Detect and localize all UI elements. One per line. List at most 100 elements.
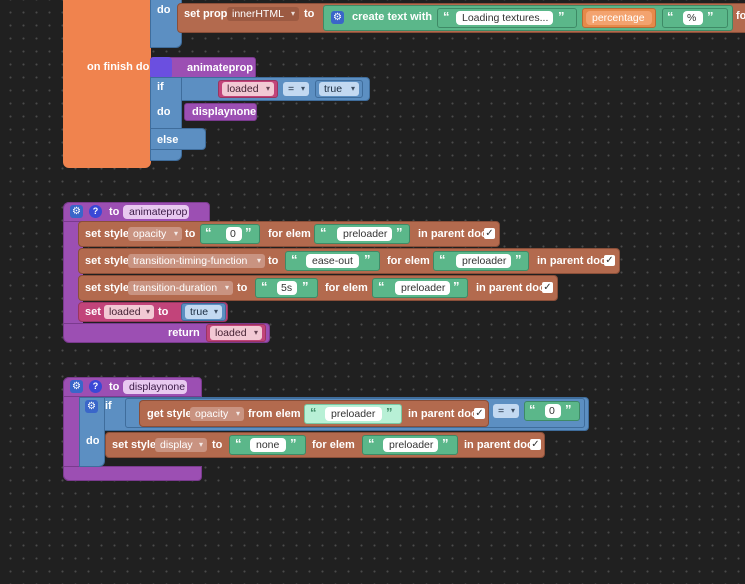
close-quote-icon: ”: [565, 402, 572, 417]
to-label: to: [237, 282, 248, 294]
help-icon[interactable]: ?: [89, 205, 102, 218]
to-label: to: [304, 8, 315, 20]
for-elem-label: for elem: [268, 228, 311, 240]
in-parent-doc-label: in parent doc: [418, 228, 488, 240]
loaded-var-dropdown[interactable]: loaded: [222, 82, 274, 96]
if-label: if: [157, 81, 164, 93]
do-label: do: [157, 4, 171, 16]
open-quote-icon: “: [667, 9, 674, 24]
open-quote-icon: “: [205, 225, 212, 240]
else-label: else: [157, 134, 179, 146]
true-value-dropdown[interactable]: true: [319, 82, 359, 96]
function-name-field[interactable]: animateprop: [123, 205, 189, 219]
help-icon[interactable]: ?: [89, 380, 102, 393]
value-text-field[interactable]: none: [250, 438, 286, 452]
close-quote-icon: ”: [290, 436, 297, 451]
set-style-label: set style: [85, 228, 130, 240]
open-quote-icon: “: [529, 402, 536, 417]
in-parent-doc-checkbox[interactable]: ✓: [484, 228, 495, 239]
get-prop-dropdown[interactable]: opacity: [190, 407, 244, 421]
displaynone-call-label: displaynone: [192, 106, 257, 118]
do-label: do: [86, 435, 100, 447]
style-prop-dropdown[interactable]: opacity: [128, 227, 182, 241]
open-quote-icon: “: [443, 9, 450, 24]
for-label-cut: fo: [736, 10, 745, 22]
create-text-label: create text with: [352, 11, 433, 23]
loading-text-field[interactable]: Loading textures...: [456, 11, 553, 25]
function-to-label: to: [109, 381, 120, 393]
close-quote-icon: ”: [442, 436, 449, 451]
value-text-field[interactable]: ease-out: [306, 254, 359, 268]
elem-text-field[interactable]: preloader: [456, 254, 511, 268]
elem-text-field[interactable]: preloader: [325, 407, 382, 421]
style-prop-dropdown[interactable]: transition-timing-function: [128, 254, 265, 268]
open-quote-icon: “: [378, 279, 385, 294]
else-arm[interactable]: [150, 128, 206, 150]
to-label: to: [212, 439, 223, 451]
return-var-dropdown[interactable]: loaded: [210, 326, 262, 340]
gear-icon[interactable]: ⚙: [331, 11, 344, 24]
function-to-label: to: [109, 206, 120, 218]
open-quote-icon: “: [320, 225, 327, 240]
open-quote-icon: “: [291, 252, 298, 267]
in-parent-doc-checkbox[interactable]: ✓: [604, 255, 615, 266]
prop-dropdown[interactable]: innerHTML: [227, 7, 299, 21]
elem-text-field[interactable]: preloader: [383, 438, 438, 452]
return-label: return: [168, 327, 200, 339]
to-label: to: [268, 255, 279, 267]
for-elem-label: for elem: [312, 439, 355, 451]
equals-op-dropdown[interactable]: =: [283, 82, 309, 96]
function-displaynone-footer[interactable]: [63, 466, 202, 481]
on-finish-label: on finish do: [87, 61, 150, 73]
close-quote-icon: ”: [302, 279, 309, 294]
style-prop-dropdown[interactable]: transition-duration: [128, 281, 233, 295]
cmp-text-field[interactable]: 0: [545, 404, 561, 418]
style-prop-dropdown[interactable]: display: [155, 438, 207, 452]
equals-op-dropdown[interactable]: =: [493, 404, 519, 418]
close-quote-icon: ”: [386, 405, 393, 420]
set-prop-label: set prop: [184, 8, 228, 20]
percent-text-field[interactable]: %: [683, 11, 703, 25]
get-style-label: get style: [147, 408, 192, 420]
for-elem-label: for elem: [387, 255, 430, 267]
value-text-field[interactable]: 5s: [277, 281, 297, 295]
puzzle-notch-icon: [150, 57, 172, 79]
true-value-dropdown[interactable]: true: [185, 305, 222, 319]
for-elem-label: for elem: [325, 282, 368, 294]
in-parent-doc-label: in parent doc: [408, 408, 478, 420]
in-parent-doc-checkbox[interactable]: ✓: [474, 408, 485, 419]
in-parent-doc-checkbox[interactable]: ✓: [542, 282, 553, 293]
elem-text-field[interactable]: preloader: [337, 227, 392, 241]
gear-icon[interactable]: ⚙: [70, 205, 83, 218]
close-quote-icon: ”: [453, 279, 460, 294]
close-quote-icon: ”: [245, 225, 252, 240]
open-quote-icon: “: [235, 436, 242, 451]
set-style-label: set style: [112, 439, 157, 451]
animateprop-call-label: animateprop: [187, 62, 254, 74]
open-quote-icon: “: [261, 279, 268, 294]
close-quote-icon: ”: [707, 9, 714, 24]
close-quote-icon: ”: [515, 252, 522, 267]
gear-icon[interactable]: ⚙: [85, 400, 98, 413]
close-quote-icon: ”: [396, 225, 403, 240]
if-label: if: [105, 400, 112, 412]
call-displaynone-block[interactable]: [184, 103, 257, 121]
close-quote-icon: ”: [364, 252, 371, 267]
in-parent-doc-checkbox[interactable]: ✓: [530, 439, 541, 450]
gear-icon[interactable]: ⚙: [70, 380, 83, 393]
open-quote-icon: “: [368, 436, 375, 451]
open-quote-icon: “: [439, 252, 446, 267]
set-var-dropdown[interactable]: loaded: [104, 305, 154, 319]
elem-text-field[interactable]: preloader: [395, 281, 450, 295]
set-style-label: set style: [85, 255, 130, 267]
do2-label: do: [157, 106, 171, 118]
function-name-field[interactable]: displaynone: [123, 380, 187, 394]
in-parent-doc-label: in parent doc: [537, 255, 607, 267]
percentage-var-label[interactable]: percentage: [586, 11, 652, 25]
open-quote-icon: “: [310, 405, 317, 420]
value-text-field[interactable]: 0: [226, 227, 242, 241]
event-block-body[interactable]: [63, 0, 151, 168]
set-to-label: to: [158, 306, 169, 318]
to-label: to: [185, 228, 196, 240]
set-label: set: [85, 306, 101, 318]
